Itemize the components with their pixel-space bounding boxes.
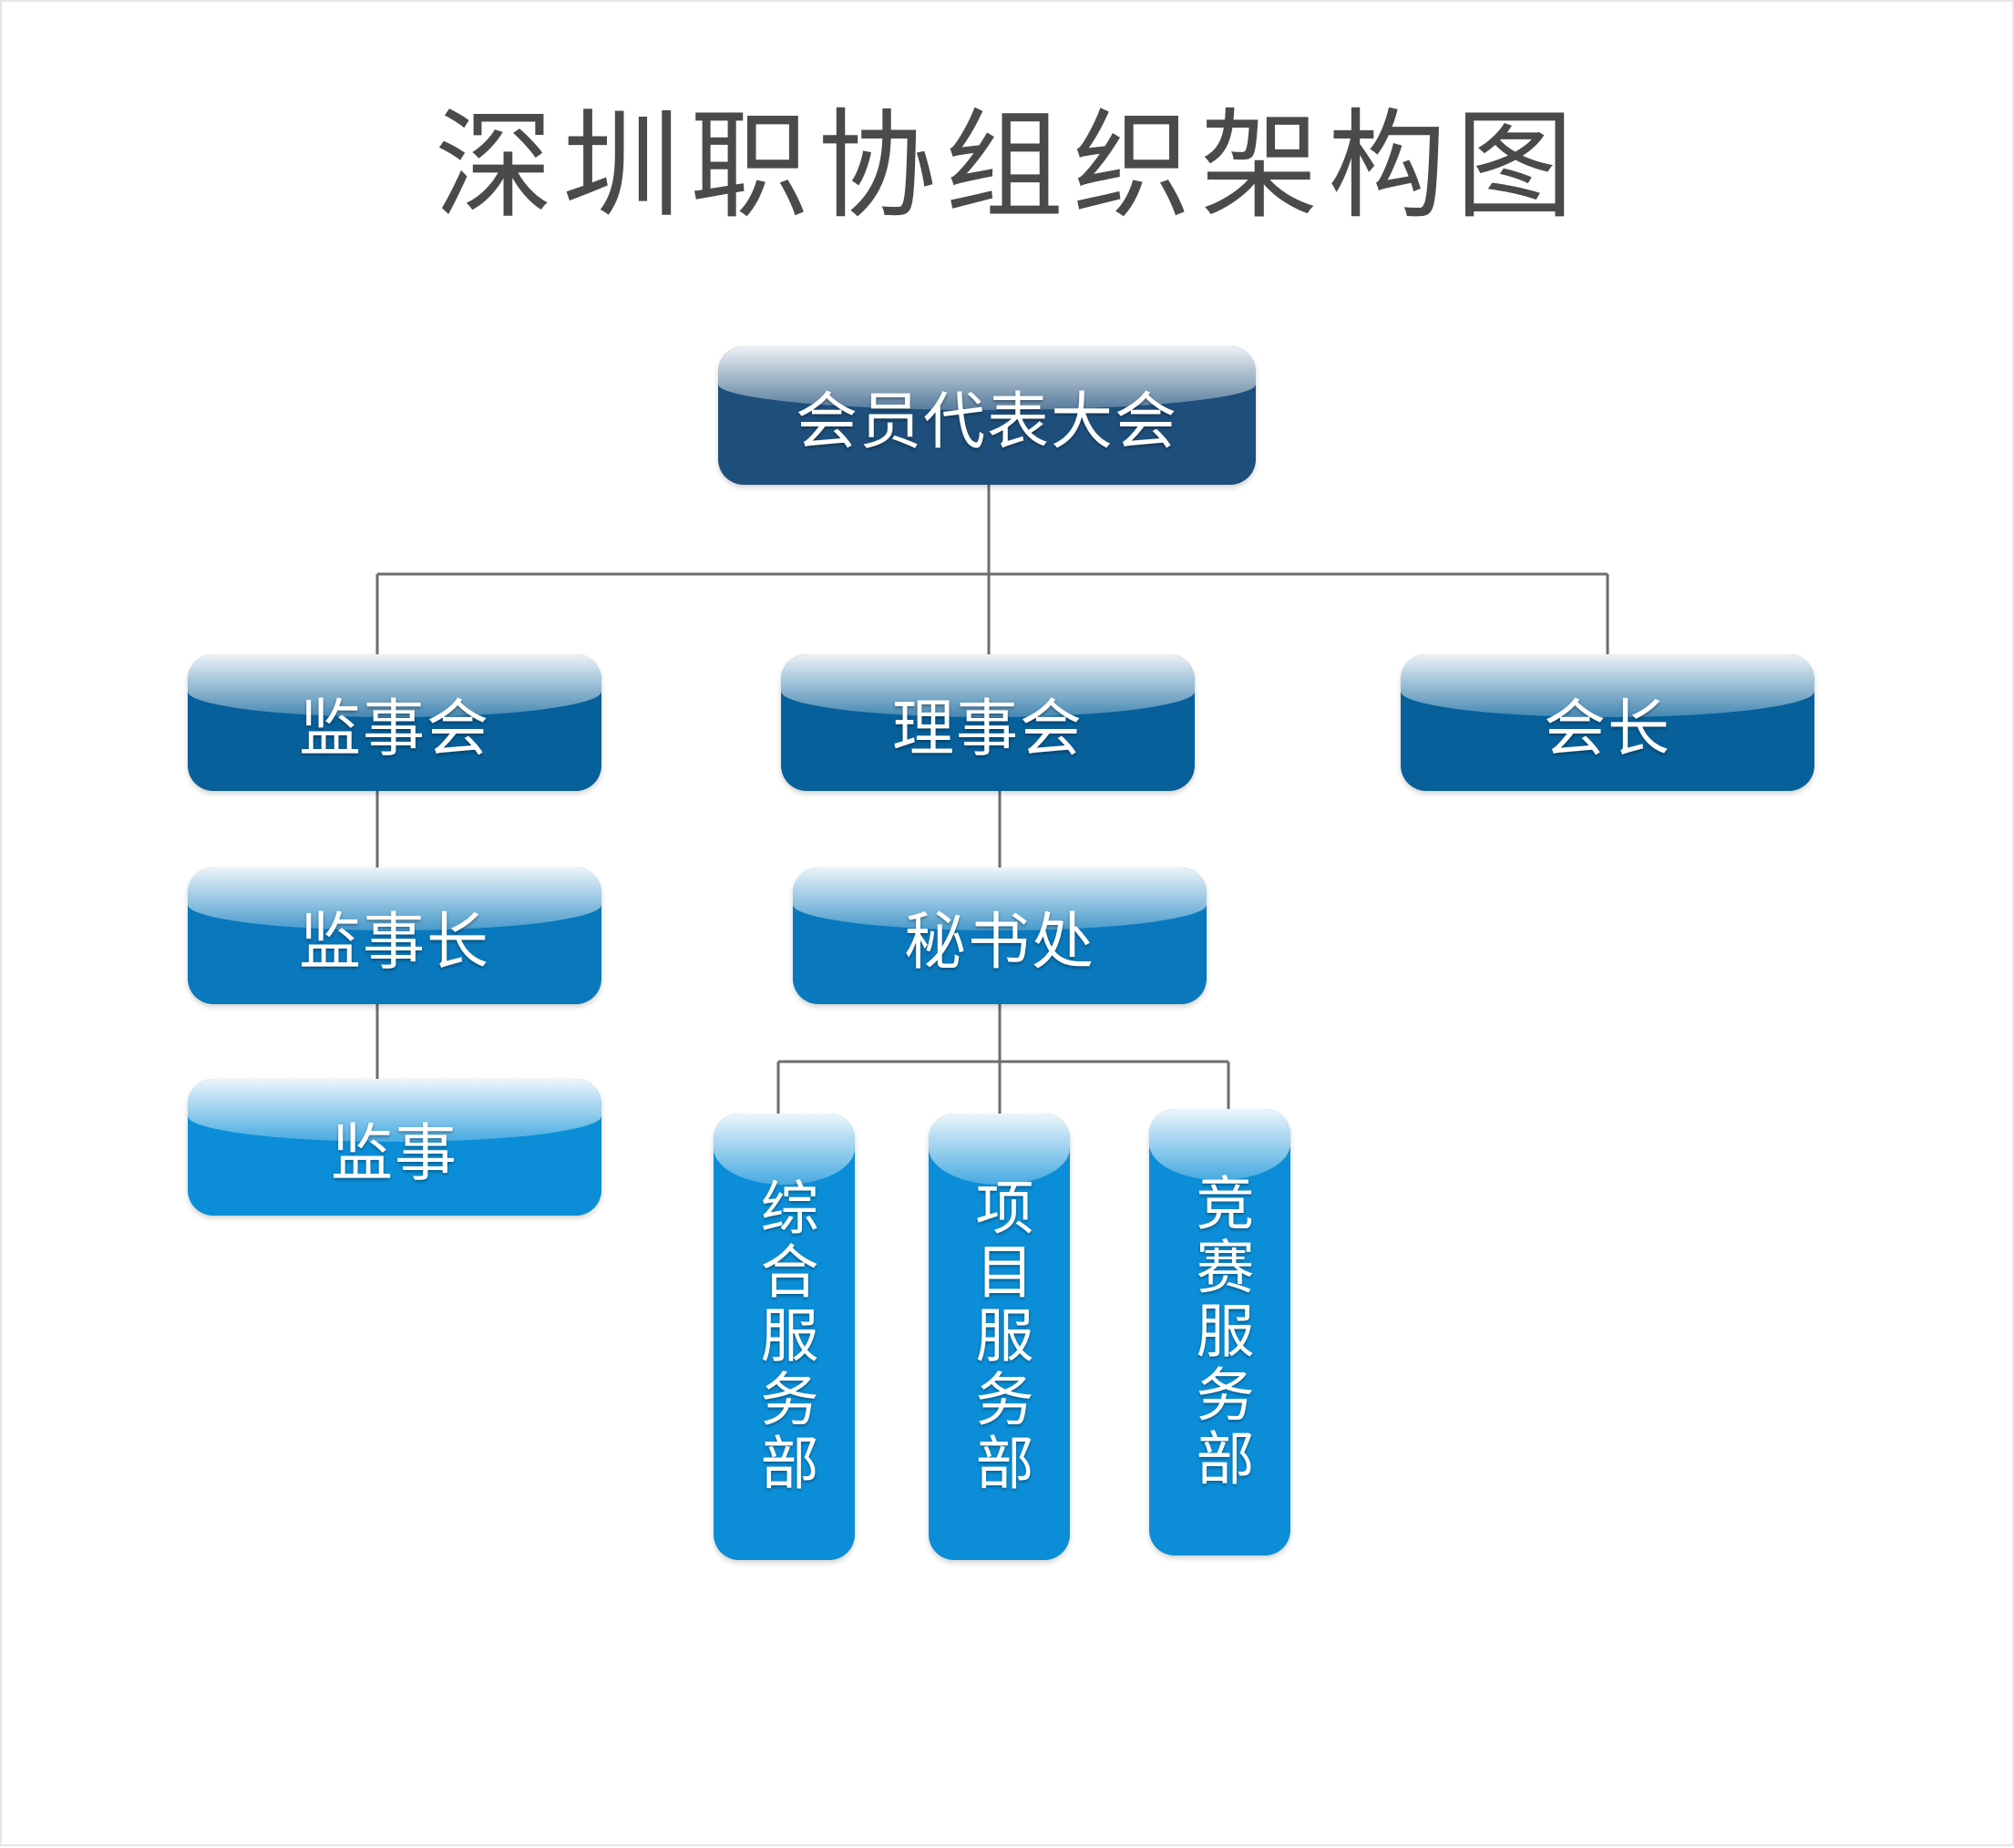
node-assembly-label: 会员代表大会 [795,385,1178,458]
node-council-label: 理事会 [891,693,1084,765]
node-supervisory-board-label: 监事会 [298,693,490,765]
node-project-service-dept-label: 项目服务部 [965,1177,1033,1496]
node-supervisory-board: 监事会 [188,654,601,791]
node-chief-supervisor: 监事长 [188,868,601,1004]
node-council: 理事会 [781,654,1195,791]
node-chief-supervisor-label: 监事长 [298,906,490,979]
node-secretariat-label: 秘书处 [903,906,1095,979]
node-supervisor: 监事 [188,1079,601,1216]
node-secretariat: 秘书处 [793,868,1207,1004]
node-competition-service-dept-label: 竞赛服务部 [1186,1173,1254,1492]
node-project-service-dept: 项目服务部 [929,1114,1070,1560]
node-competition-service-dept: 竞赛服务部 [1149,1109,1290,1555]
node-president: 会长 [1401,654,1814,791]
node-general-service-dept: 综合服务部 [714,1114,855,1560]
node-general-service-dept-label: 综合服务部 [750,1177,818,1496]
chart-title: 深圳职协组织架构图 [434,97,1583,235]
node-supervisor-label: 监事 [330,1117,458,1190]
node-president-label: 会长 [1543,693,1671,765]
node-assembly: 会员代表大会 [718,346,1256,485]
